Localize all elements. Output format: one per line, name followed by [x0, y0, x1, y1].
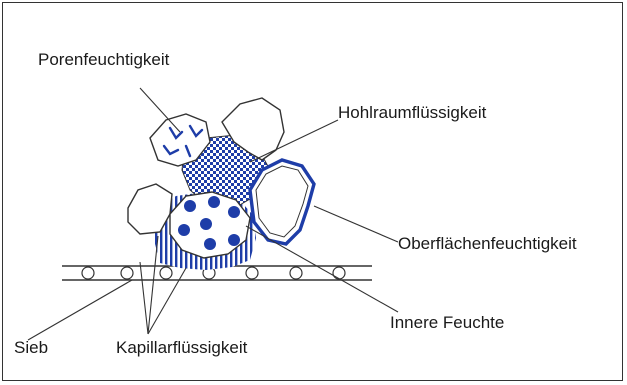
label-hohlraumfluessigkeit: Hohlraumflüssigkeit [338, 103, 486, 123]
sieve-wire [160, 267, 172, 279]
label-oberflaechenfeuchtigkeit: Oberflächenfeuchtigkeit [398, 234, 577, 254]
leader-porenfeuchtigkeit [140, 88, 180, 132]
leader-innere-feuchte [246, 226, 398, 312]
sieve-wire [121, 267, 133, 279]
leader-sieb [28, 280, 132, 340]
label-porenfeuchtigkeit: Porenfeuchtigkeit [38, 50, 169, 70]
sieve-wire [246, 267, 258, 279]
label-innere-feuchte: Innere Feuchte [390, 313, 504, 333]
label-kapillarfluessigkeit: Kapillarflüssigkeit [116, 338, 247, 358]
label-sieb: Sieb [14, 338, 48, 358]
leader-oberflaeche [314, 206, 398, 242]
leader-kapillar-3 [140, 262, 148, 334]
sieve-wire [82, 267, 94, 279]
surface-moisture-particle [250, 160, 314, 244]
sieve-wire [333, 267, 345, 279]
sieve-wire [290, 267, 302, 279]
